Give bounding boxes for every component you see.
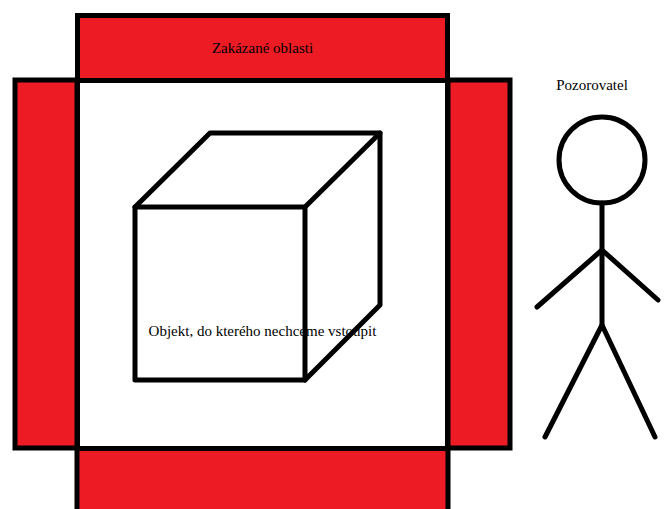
cube bbox=[135, 133, 380, 380]
forbidden-band: Zakázané oblasti bbox=[75, 13, 450, 83]
body bbox=[600, 203, 605, 325]
object-box: Objekt, do kterého nechceme vstoupit bbox=[75, 78, 450, 451]
object-ground bbox=[80, 83, 445, 448]
cube-side bbox=[305, 133, 380, 380]
cube-front bbox=[135, 207, 305, 380]
arms bbox=[537, 250, 658, 307]
cube-top bbox=[135, 133, 380, 207]
legs bbox=[545, 325, 655, 437]
figure-label: Pozorovatel bbox=[532, 76, 652, 94]
forbidden-band bbox=[448, 80, 510, 448]
head bbox=[559, 117, 645, 203]
forbidden-band bbox=[77, 448, 448, 509]
forbidden-band bbox=[15, 80, 77, 448]
stick-figure bbox=[537, 117, 658, 437]
node-text: Objekt, do kterého nechceme vstoupit bbox=[80, 322, 445, 340]
node-text: Zakázané oblasti bbox=[212, 39, 313, 57]
